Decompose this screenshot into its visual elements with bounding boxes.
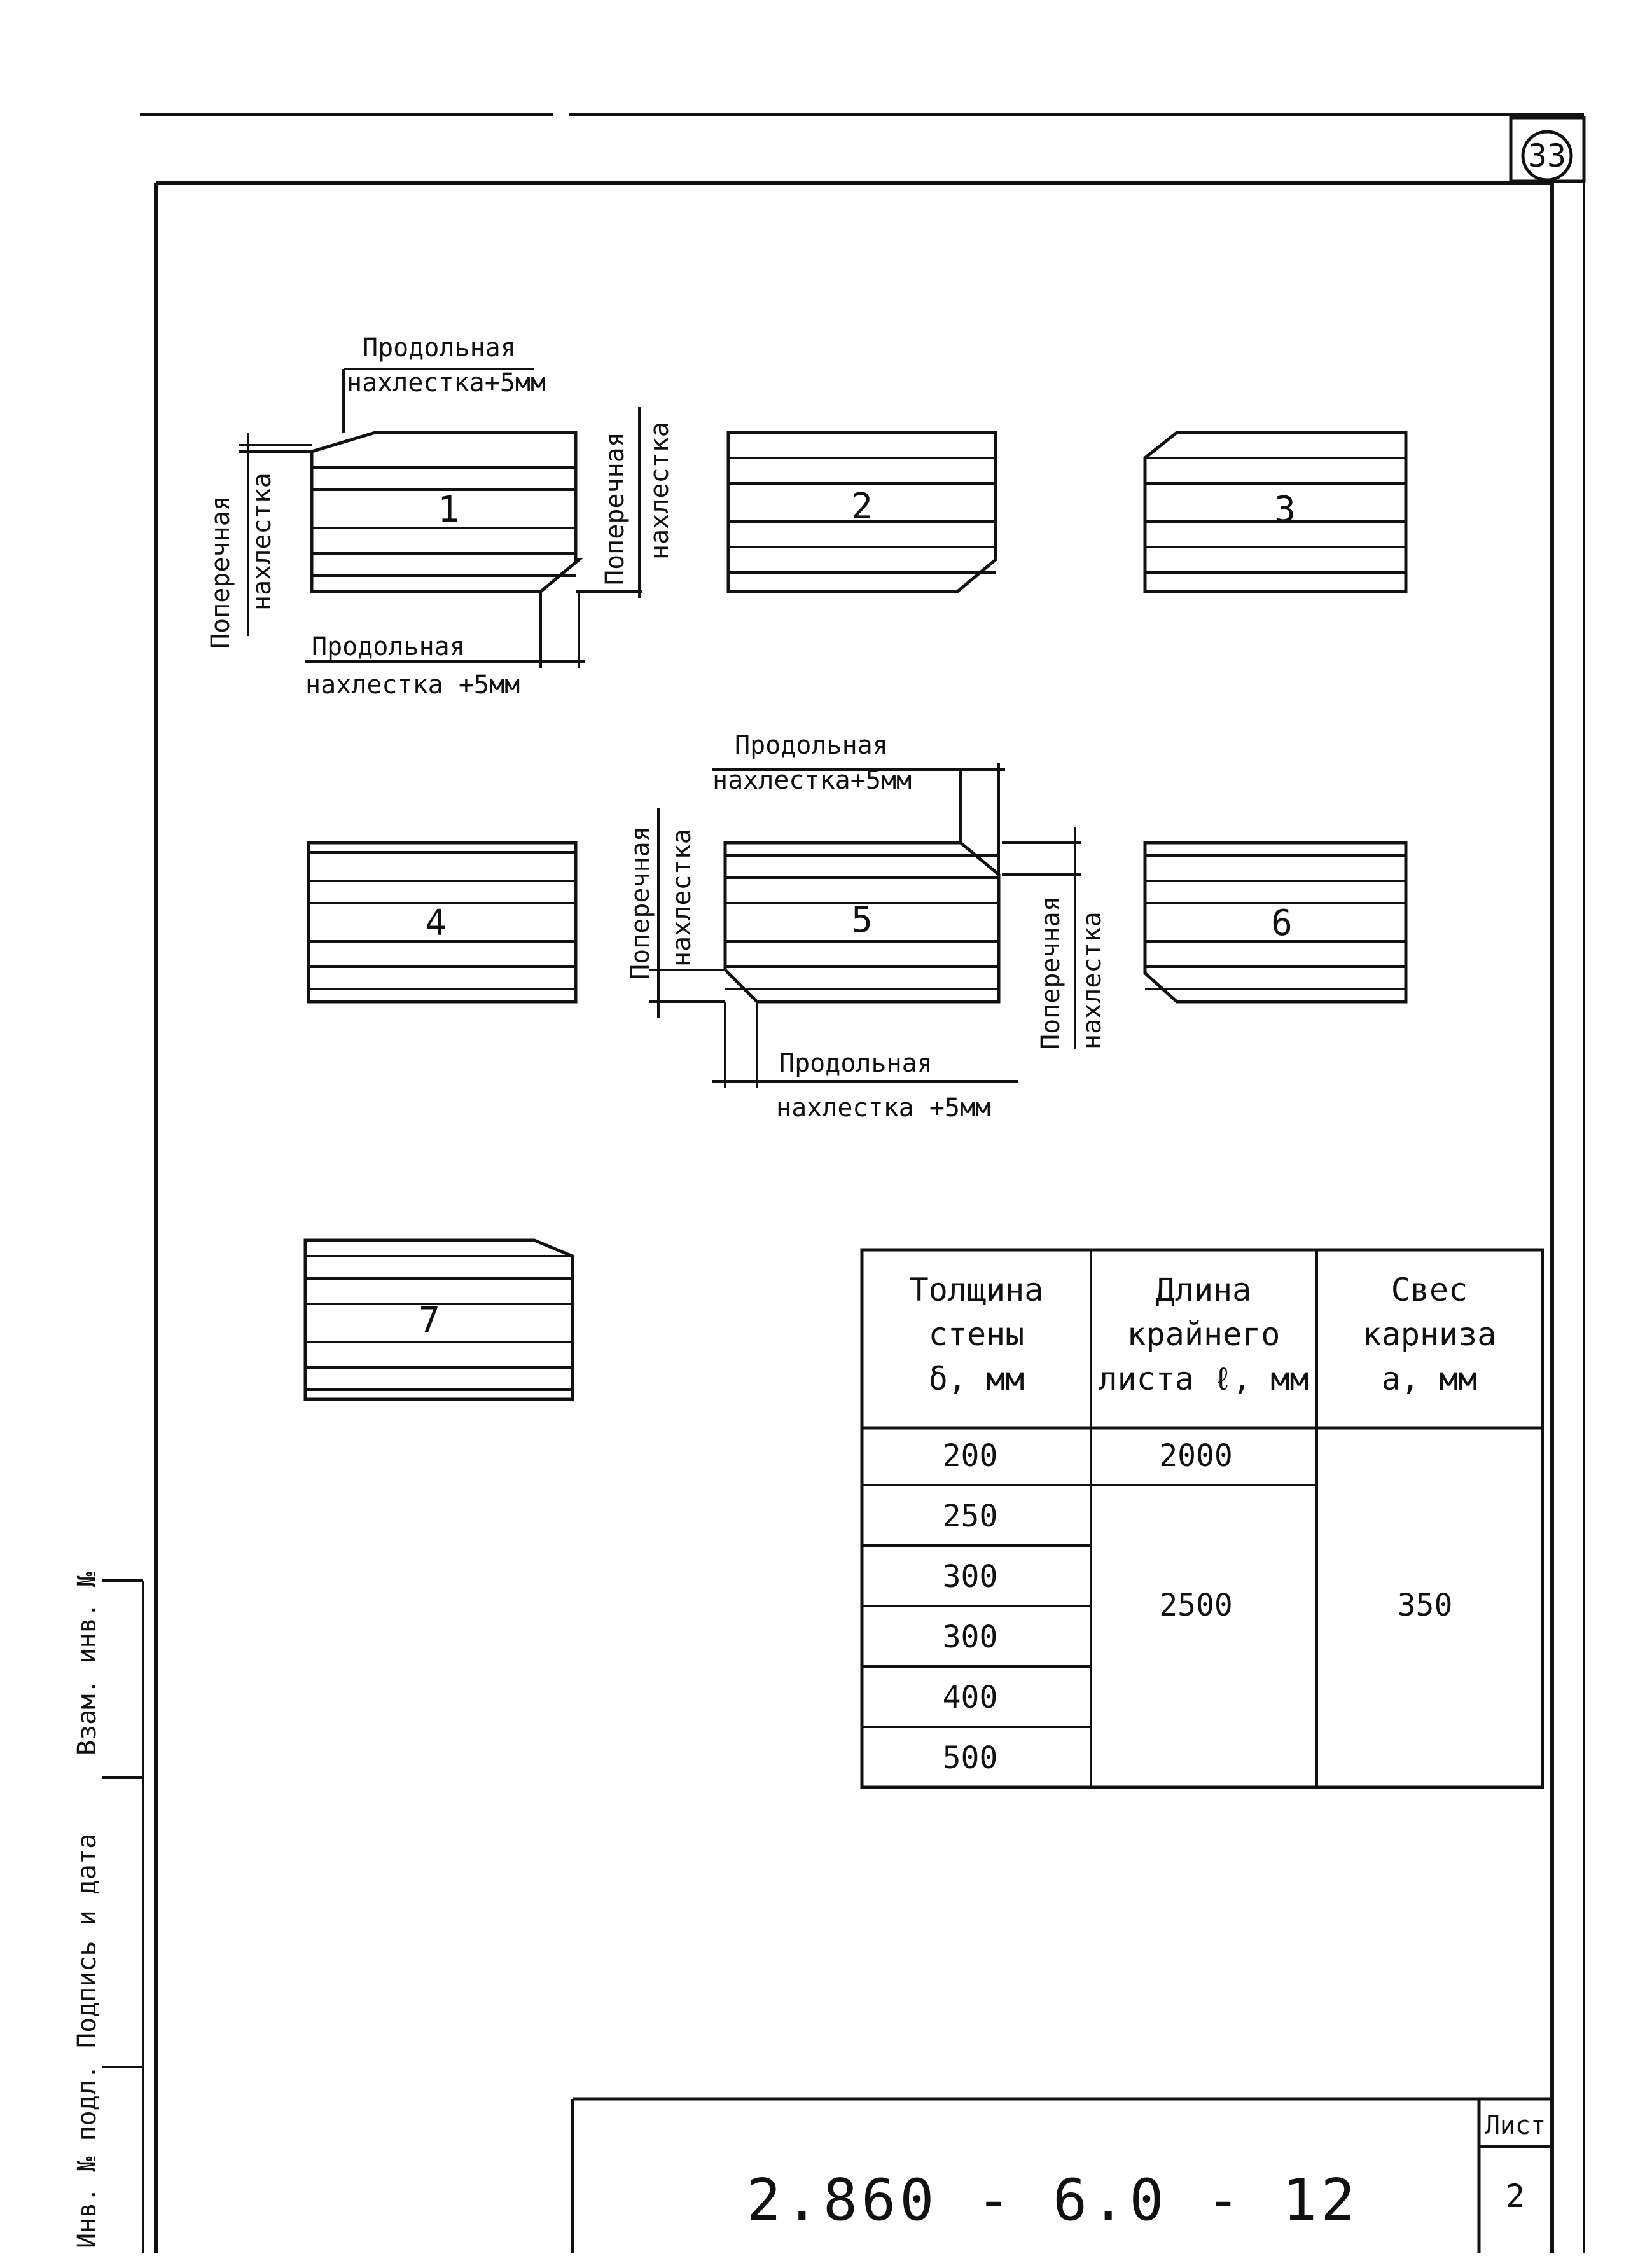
sheet-label: Лист (1485, 2111, 1546, 2140)
panel-5 (649, 763, 1081, 1088)
panel-1-number: 1 (438, 489, 459, 530)
th-length-1: Длина (1156, 1271, 1252, 1308)
th-thickness-1: Толщина (910, 1271, 1044, 1308)
sheet-number: 2 (1506, 2178, 1525, 2215)
drawing-frame (154, 118, 1585, 2253)
p5-longitudinal-bottom-2: нахлестка +5мм (776, 1093, 990, 1123)
p5-transverse-right-2: нахлестка (1078, 911, 1107, 1049)
td-thickness-1: 200 (943, 1438, 998, 1474)
p1-longitudinal-top-2: нахлестка+5мм (347, 368, 546, 398)
p1-transverse-left-2: нахлестка (247, 473, 277, 611)
p1-longitudinal-bottom-1: Продольная (312, 632, 465, 661)
td-thickness-3: 300 (943, 1559, 998, 1595)
p1-longitudinal-top-1: Продольная (363, 333, 516, 363)
panel-4-number: 4 (425, 903, 447, 944)
panel-7 (303, 1238, 574, 1401)
th-thickness-2: стены (929, 1316, 1025, 1353)
td-length-200: 2000 (1159, 1438, 1233, 1474)
doc-code: 2.860 - 6.0 - 12 (747, 2167, 1359, 2234)
stamp-podpis-data: Подпись и дата (73, 1834, 102, 2048)
th-thickness-3: δ, мм (929, 1360, 1025, 1397)
stamp-vzam-inv: Взам. инв. № (73, 1572, 102, 1755)
panel-6 (1143, 841, 1408, 1004)
p1-transverse-right-1: Поперечная (600, 432, 630, 585)
td-length-other: 2500 (1159, 1588, 1233, 1623)
sheet-number-circle: 33 (1509, 116, 1586, 183)
panel-5-number: 5 (851, 899, 873, 941)
td-thickness-6: 500 (943, 1740, 998, 1776)
p1-transverse-right-2: нахлестка (645, 422, 674, 560)
panel-3 (1143, 431, 1408, 593)
p5-longitudinal-top-1: Продольная (735, 731, 888, 760)
spec-table (860, 1248, 1544, 1789)
panel-3-number: 3 (1274, 489, 1296, 530)
stamp-strip (102, 1579, 144, 2253)
p1-longitudinal-bottom-2: нахлестка +5мм (305, 670, 520, 700)
sheet-number-top: 33 (1528, 137, 1566, 174)
td-thickness-2: 250 (943, 1498, 998, 1534)
td-thickness-5: 400 (943, 1680, 998, 1715)
title-block (571, 2097, 1552, 2253)
panel-7-number: 7 (419, 1300, 440, 1341)
p5-longitudinal-bottom-1: Продольная (779, 1049, 933, 1078)
panel-4 (307, 841, 578, 1004)
panel-1 (239, 368, 642, 668)
td-thickness-4: 300 (943, 1619, 998, 1655)
p5-transverse-right-1: Поперечная (1036, 896, 1065, 1049)
stamp-inv-podl: Инв. № подл. (73, 2065, 102, 2248)
p1-transverse-left-1: Поперечная (206, 495, 235, 649)
th-overhang-1: Свес (1391, 1271, 1468, 1308)
panel-2-number: 2 (851, 486, 873, 527)
td-overhang: 350 (1398, 1588, 1453, 1623)
p5-longitudinal-top-2: нахлестка+5мм (712, 766, 912, 795)
panel-2 (726, 431, 997, 593)
th-overhang-3: a, мм (1382, 1360, 1478, 1397)
panel-6-number: 6 (1271, 903, 1293, 944)
p5-transverse-left-1: Поперечная (626, 826, 655, 979)
th-length-3: листа ℓ, мм (1098, 1360, 1308, 1397)
p5-transverse-left-2: нахлестка (667, 829, 697, 967)
th-length-2: крайнего (1127, 1316, 1281, 1353)
th-overhang-2: карниза (1363, 1316, 1497, 1353)
